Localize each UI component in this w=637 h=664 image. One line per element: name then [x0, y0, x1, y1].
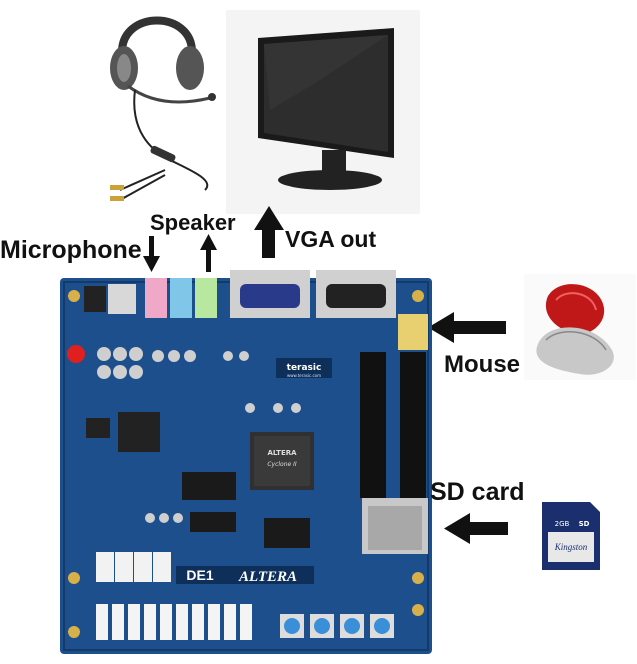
sd-brand-text: Kingston: [554, 542, 588, 552]
sd-logo-text: SD: [579, 520, 590, 528]
speaker-arrow-up: [200, 234, 217, 272]
microphone-label: Microphone: [0, 236, 142, 264]
fpga-name-text: Cyclone II: [267, 461, 297, 468]
sd-card-arrow-left: [444, 513, 508, 544]
ps2-connector: [398, 314, 428, 350]
gpio-header-0: [360, 352, 386, 498]
mic-jack: [145, 278, 167, 318]
sd-capacity-text: 2GB: [555, 520, 570, 528]
terasic-logo: terasic: [287, 363, 322, 373]
sd-card-label: SD card: [430, 478, 525, 506]
mouse-arrow-left: [428, 312, 506, 343]
mouse-image: [524, 274, 636, 380]
push-buttons: [280, 614, 394, 638]
gpio-header-1: [400, 352, 426, 498]
line-in-jack: [170, 278, 192, 318]
speaker-arrow-down: [143, 236, 160, 272]
speaker-label: Speaker: [150, 210, 236, 235]
mouse-label: Mouse: [444, 351, 521, 378]
line-out-jack: [195, 278, 217, 318]
de1-board: ALTERA Cyclone II terasic www.terasic.co…: [60, 270, 432, 654]
seven-segment-displays: [96, 552, 171, 582]
altera-brand-text: ALTERA: [238, 569, 297, 585]
board-name-text: DE1: [186, 567, 213, 583]
vga-arrow-up: [254, 206, 284, 258]
monitor-image: [226, 10, 420, 214]
vga-out-label: VGA out: [285, 226, 377, 252]
fpga-brand-text: ALTERA: [267, 449, 297, 457]
headset-image: [110, 16, 216, 201]
terasic-url: www.terasic.com: [287, 373, 321, 378]
sd-card-image: 2GB SD Kingston: [542, 502, 600, 570]
slide-switches: [96, 604, 252, 640]
